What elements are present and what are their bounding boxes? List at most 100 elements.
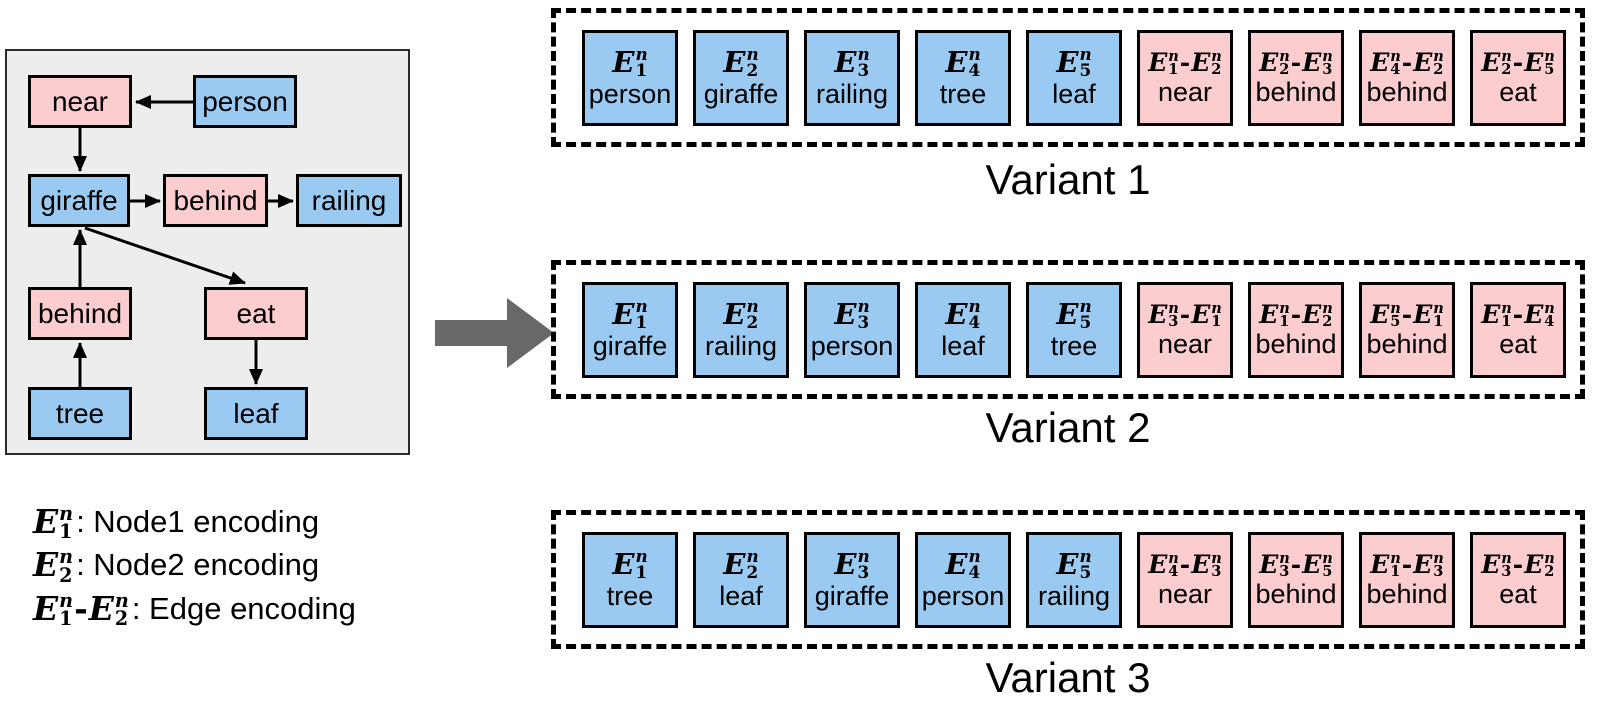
hyphen: - [1290, 47, 1302, 77]
hyphen: - [1401, 549, 1413, 579]
graph-node-leaf: leaf [204, 387, 308, 440]
encoding-word: person [588, 79, 672, 110]
hyphen: - [1512, 299, 1524, 329]
encoding-word: tree [939, 79, 987, 110]
graph-node-giraffe: giraffe [28, 174, 130, 227]
hyphen: - [1290, 299, 1302, 329]
encoding-word: near [1157, 77, 1213, 108]
graph-node-tree: tree [28, 387, 132, 440]
encoding-word: tree [606, 581, 654, 612]
legend-text: : Node1 encoding [76, 504, 320, 540]
hyphen: - [1401, 47, 1413, 77]
transform-arrow-icon [435, 298, 554, 368]
variant-2-label: Variant 2 [985, 404, 1151, 451]
hyphen: - [1179, 47, 1191, 77]
encoding-word: railing [1037, 581, 1111, 612]
encoding-word: eat [1499, 77, 1537, 108]
encoding-word: leaf [719, 581, 763, 612]
encoding-word: leaf [941, 331, 985, 362]
encoding-word: person [810, 331, 894, 362]
graph-node-behind-low: behind [28, 287, 132, 340]
hyphen: - [74, 588, 88, 628]
encoding-word: behind [1255, 579, 1337, 610]
encoding-word: eat [1499, 579, 1537, 610]
graph-node-person: person [193, 75, 297, 128]
encoding-word: giraffe [592, 331, 668, 362]
graph-node-eat: eat [204, 287, 308, 340]
graph-node-behind-mid: behind [163, 174, 268, 227]
encoding-word: leaf [1052, 79, 1096, 110]
legend-text: : Edge encoding [131, 590, 356, 626]
hyphen: - [1290, 549, 1302, 579]
variant-1-label: Variant 1 [985, 156, 1151, 203]
encoding-word: person [921, 581, 1005, 612]
hyphen: - [1401, 299, 1413, 329]
hyphen: - [1512, 47, 1524, 77]
graph-node-label: tree [55, 397, 105, 429]
graph-node-label: eat [236, 297, 276, 329]
graph-node-near: near [28, 75, 132, 128]
encoding-word: behind [1366, 329, 1448, 360]
encoding-word: giraffe [814, 581, 890, 612]
hyphen: - [1179, 299, 1191, 329]
